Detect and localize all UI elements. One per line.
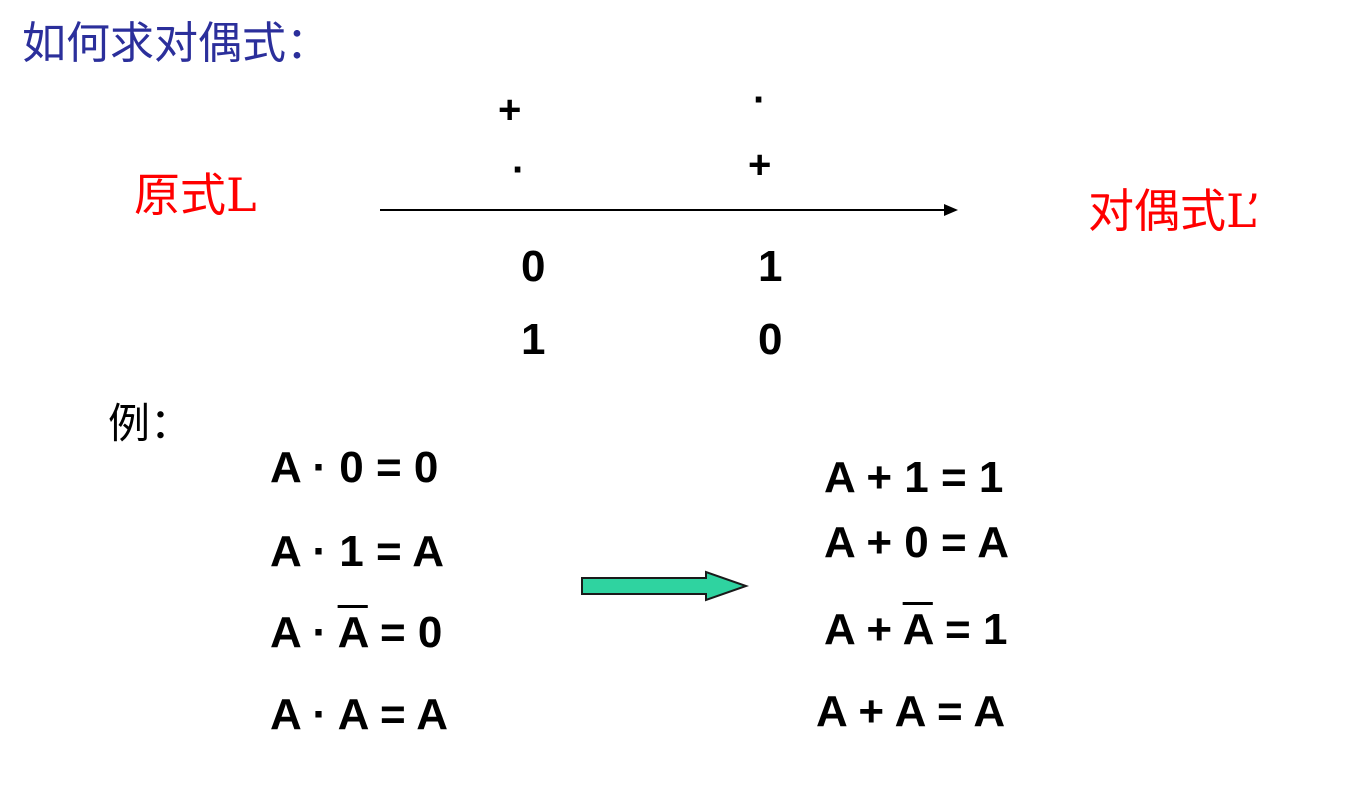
original-eq-3-complement: A: [337, 608, 368, 657]
map-left-plus: +: [498, 88, 522, 132]
original-eq-1-rhs: = 0: [375, 443, 439, 492]
dual-eq-2-lhs: A + 0: [824, 518, 929, 567]
map-right-dot: ·: [753, 78, 767, 122]
original-eq-2-lhs: A · 1: [270, 527, 364, 576]
example-arrow: [581, 570, 750, 602]
original-eq-4-lhs: A · A: [270, 690, 368, 739]
map-right-one: 1: [758, 242, 783, 291]
dual-eq-3: A + A = 1: [824, 608, 1007, 652]
mapping-arrow-head: [944, 204, 958, 216]
dual-eq-3-prefix: A +: [824, 605, 903, 654]
green-arrow-icon: [581, 570, 750, 602]
dual-eq-1-rhs: = 1: [941, 453, 1004, 502]
original-eq-1-lhs: A · 0: [270, 443, 364, 492]
example-label: 例：: [108, 399, 193, 448]
original-eq-4-rhs: = A: [380, 690, 449, 739]
dual-eq-4: A + A = A: [816, 690, 1005, 734]
dual-expression-label: 对偶式L’: [1088, 188, 1260, 235]
dual-eq-2-rhs: = A: [941, 518, 1010, 567]
original-eq-3: A · A = 0: [270, 611, 442, 655]
mapping-arrow: [380, 204, 958, 216]
dual-eq-4-rhs: = A: [937, 687, 1006, 736]
dual-eq-3-complement: A: [902, 605, 933, 654]
dual-eq-4-lhs: A + A: [816, 687, 925, 736]
original-eq-4: A · A = A: [270, 693, 448, 737]
dual-eq-1-lhs: A + 1: [824, 453, 929, 502]
dual-eq-3-rhs: = 1: [932, 605, 1008, 654]
original-eq-1: A · 0 = 0: [270, 446, 438, 490]
dual-label-text: 对偶式L’: [1088, 184, 1261, 238]
original-label-text: 原式L: [134, 168, 257, 222]
original-eq-3-rhs: = 0: [367, 608, 443, 657]
map-right-plus: +: [748, 143, 772, 187]
original-eq-3-prefix: A ·: [270, 608, 338, 657]
original-eq-2-rhs: = A: [375, 527, 445, 576]
map-left-one: 1: [521, 315, 546, 364]
original-eq-2: A · 1 = A: [270, 530, 444, 574]
map-left-dot: ·: [512, 148, 526, 192]
page-title: 如何求对偶式：: [22, 18, 330, 69]
map-left-zero: 0: [521, 242, 546, 291]
map-right-zero: 0: [758, 315, 783, 364]
dual-eq-2: A + 0 = A: [824, 521, 1009, 565]
original-expression-label: 原式L: [134, 172, 257, 219]
dual-eq-1: A + 1 = 1: [824, 456, 1003, 500]
